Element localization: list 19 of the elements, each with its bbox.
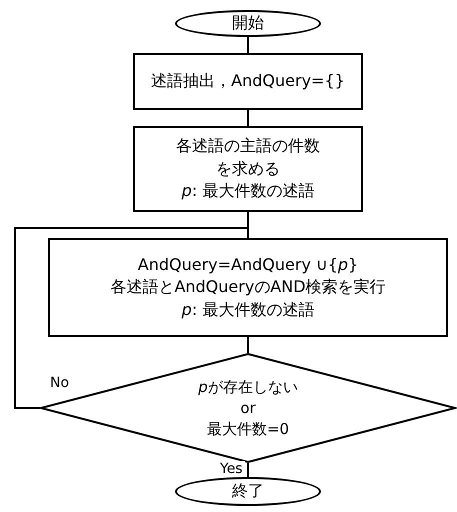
node-text: 開始 [232, 12, 264, 34]
process-box [133, 126, 363, 212]
node-text: pが存在しない [198, 376, 298, 398]
node-text: or [240, 398, 256, 418]
process-box [48, 238, 448, 337]
process-box [133, 53, 363, 110]
node-text: p: 最大件数の述語 [182, 298, 314, 321]
node-text: 最大件数=0 [206, 418, 290, 440]
node-text: 終了 [232, 480, 264, 502]
connector-line [247, 337, 249, 353]
decision-diamond [40, 353, 456, 463]
node-text: 述語抽出，AndQuery={} [151, 70, 345, 92]
connector-line [247, 110, 249, 126]
connector-line [14, 227, 249, 409]
node-text: 各述語とAndQueryのAND検索を実行 [110, 276, 386, 298]
connector-line [247, 463, 249, 477]
connector-line [247, 37, 249, 53]
node-text: AndQuery=AndQuery ∪{p} [138, 254, 358, 276]
node-text: p: 最大件数の述語 [182, 180, 314, 202]
